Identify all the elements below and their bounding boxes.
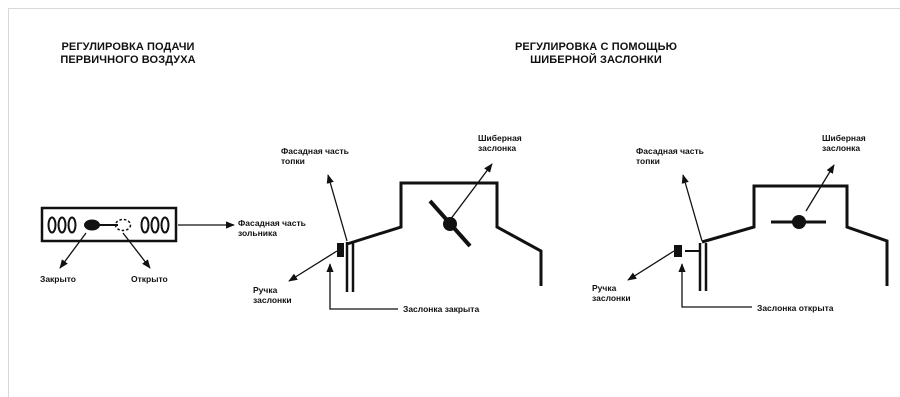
frame-left-border [8, 8, 9, 397]
slider-knob-open-position [114, 218, 132, 232]
heading-damper: РЕГУЛИРОВКА С ПОМОЩЬЮ ШИБЕРНОЙ ЗАСЛОНКИ [496, 41, 696, 67]
label-furnace-front-open: Фасадная часть топки [636, 146, 704, 166]
arrow-damper-open [678, 263, 752, 308]
label-furnace-front-closed-line2: топки [281, 156, 305, 166]
label-gate-damper-closed: Шиберная заслонка [478, 133, 522, 153]
label-gate-damper-open-line2: заслонка [822, 143, 861, 153]
label-damper-handle-open-line1: Ручка [592, 283, 617, 293]
arrow-furnace-front [681, 174, 703, 242]
arrow-damper-handle [627, 250, 675, 281]
arrow-gate-damper [805, 164, 835, 212]
stove-body-outline [701, 184, 889, 286]
heading-primary-air-line1: РЕГУЛИРОВКА ПОДАЧИ [61, 41, 195, 53]
damper-handle-knob [674, 245, 682, 257]
label-furnace-front-open-line2: топки [636, 156, 660, 166]
label-gate-damper-closed-line1: Шиберная [478, 133, 522, 143]
arrow-damper-closed [326, 263, 398, 310]
gate-damper-axle [443, 217, 457, 231]
label-gate-damper-open: Шиберная заслонка [822, 133, 866, 153]
label-damper-handle-closed: Ручка заслонки [253, 285, 292, 305]
label-ash-front-line2: зольника [238, 228, 277, 238]
heading-damper-line1: РЕГУЛИРОВКА С ПОМОЩЬЮ [514, 41, 678, 53]
label-open: Открыто [131, 274, 168, 284]
heading-primary-air: РЕГУЛИРОВКА ПОДАЧИ ПЕРВИЧНОГО ВОЗДУХА [38, 41, 218, 67]
label-ash-front: Фасадная часть зольника [238, 218, 306, 238]
arrow-closed [59, 232, 87, 269]
heading-damper-line2: ШИБЕРНОЙ ЗАСЛОНКИ [530, 54, 662, 66]
label-damper-open: Заслонка открыта [757, 303, 834, 313]
arrow-gate-damper [449, 163, 493, 221]
arrow-damper-handle [288, 250, 338, 282]
label-furnace-front-open-line1: Фасадная часть [636, 146, 704, 156]
label-gate-damper-closed-line2: заслонка [478, 143, 517, 153]
heading-primary-air-line2: ПЕРВИЧНОГО ВОЗДУХА [60, 54, 196, 66]
arrow-open [122, 232, 151, 269]
gate-damper-axle [792, 215, 806, 229]
air-slots-right [140, 216, 170, 234]
stove-open [674, 184, 889, 291]
label-damper-closed: Заслонка закрыта [403, 304, 480, 314]
label-damper-handle-open-line2: заслонки [592, 293, 631, 303]
stove-body-outline [346, 181, 543, 286]
label-ash-front-line1: Фасадная часть [238, 218, 306, 228]
label-furnace-front-closed: Фасадная часть топки [281, 146, 349, 166]
label-damper-handle-open: Ручка заслонки [592, 283, 631, 303]
slider-knob-closed [84, 219, 100, 231]
label-closed: Закрыто [40, 274, 77, 284]
ash-door-frame [40, 206, 178, 243]
arrow-furnace-front [326, 174, 348, 242]
ash-door [40, 206, 178, 243]
stove-closed [337, 181, 543, 292]
label-gate-damper-open-line1: Шиберная [822, 133, 866, 143]
frame-top-border [8, 8, 900, 9]
label-furnace-front-closed-line1: Фасадная часть [281, 146, 349, 156]
label-damper-handle-closed-line2: заслонки [253, 295, 292, 305]
label-damper-handle-closed-line1: Ручка [253, 285, 278, 295]
air-slots-left [47, 216, 77, 234]
damper-handle-knob [337, 243, 344, 257]
